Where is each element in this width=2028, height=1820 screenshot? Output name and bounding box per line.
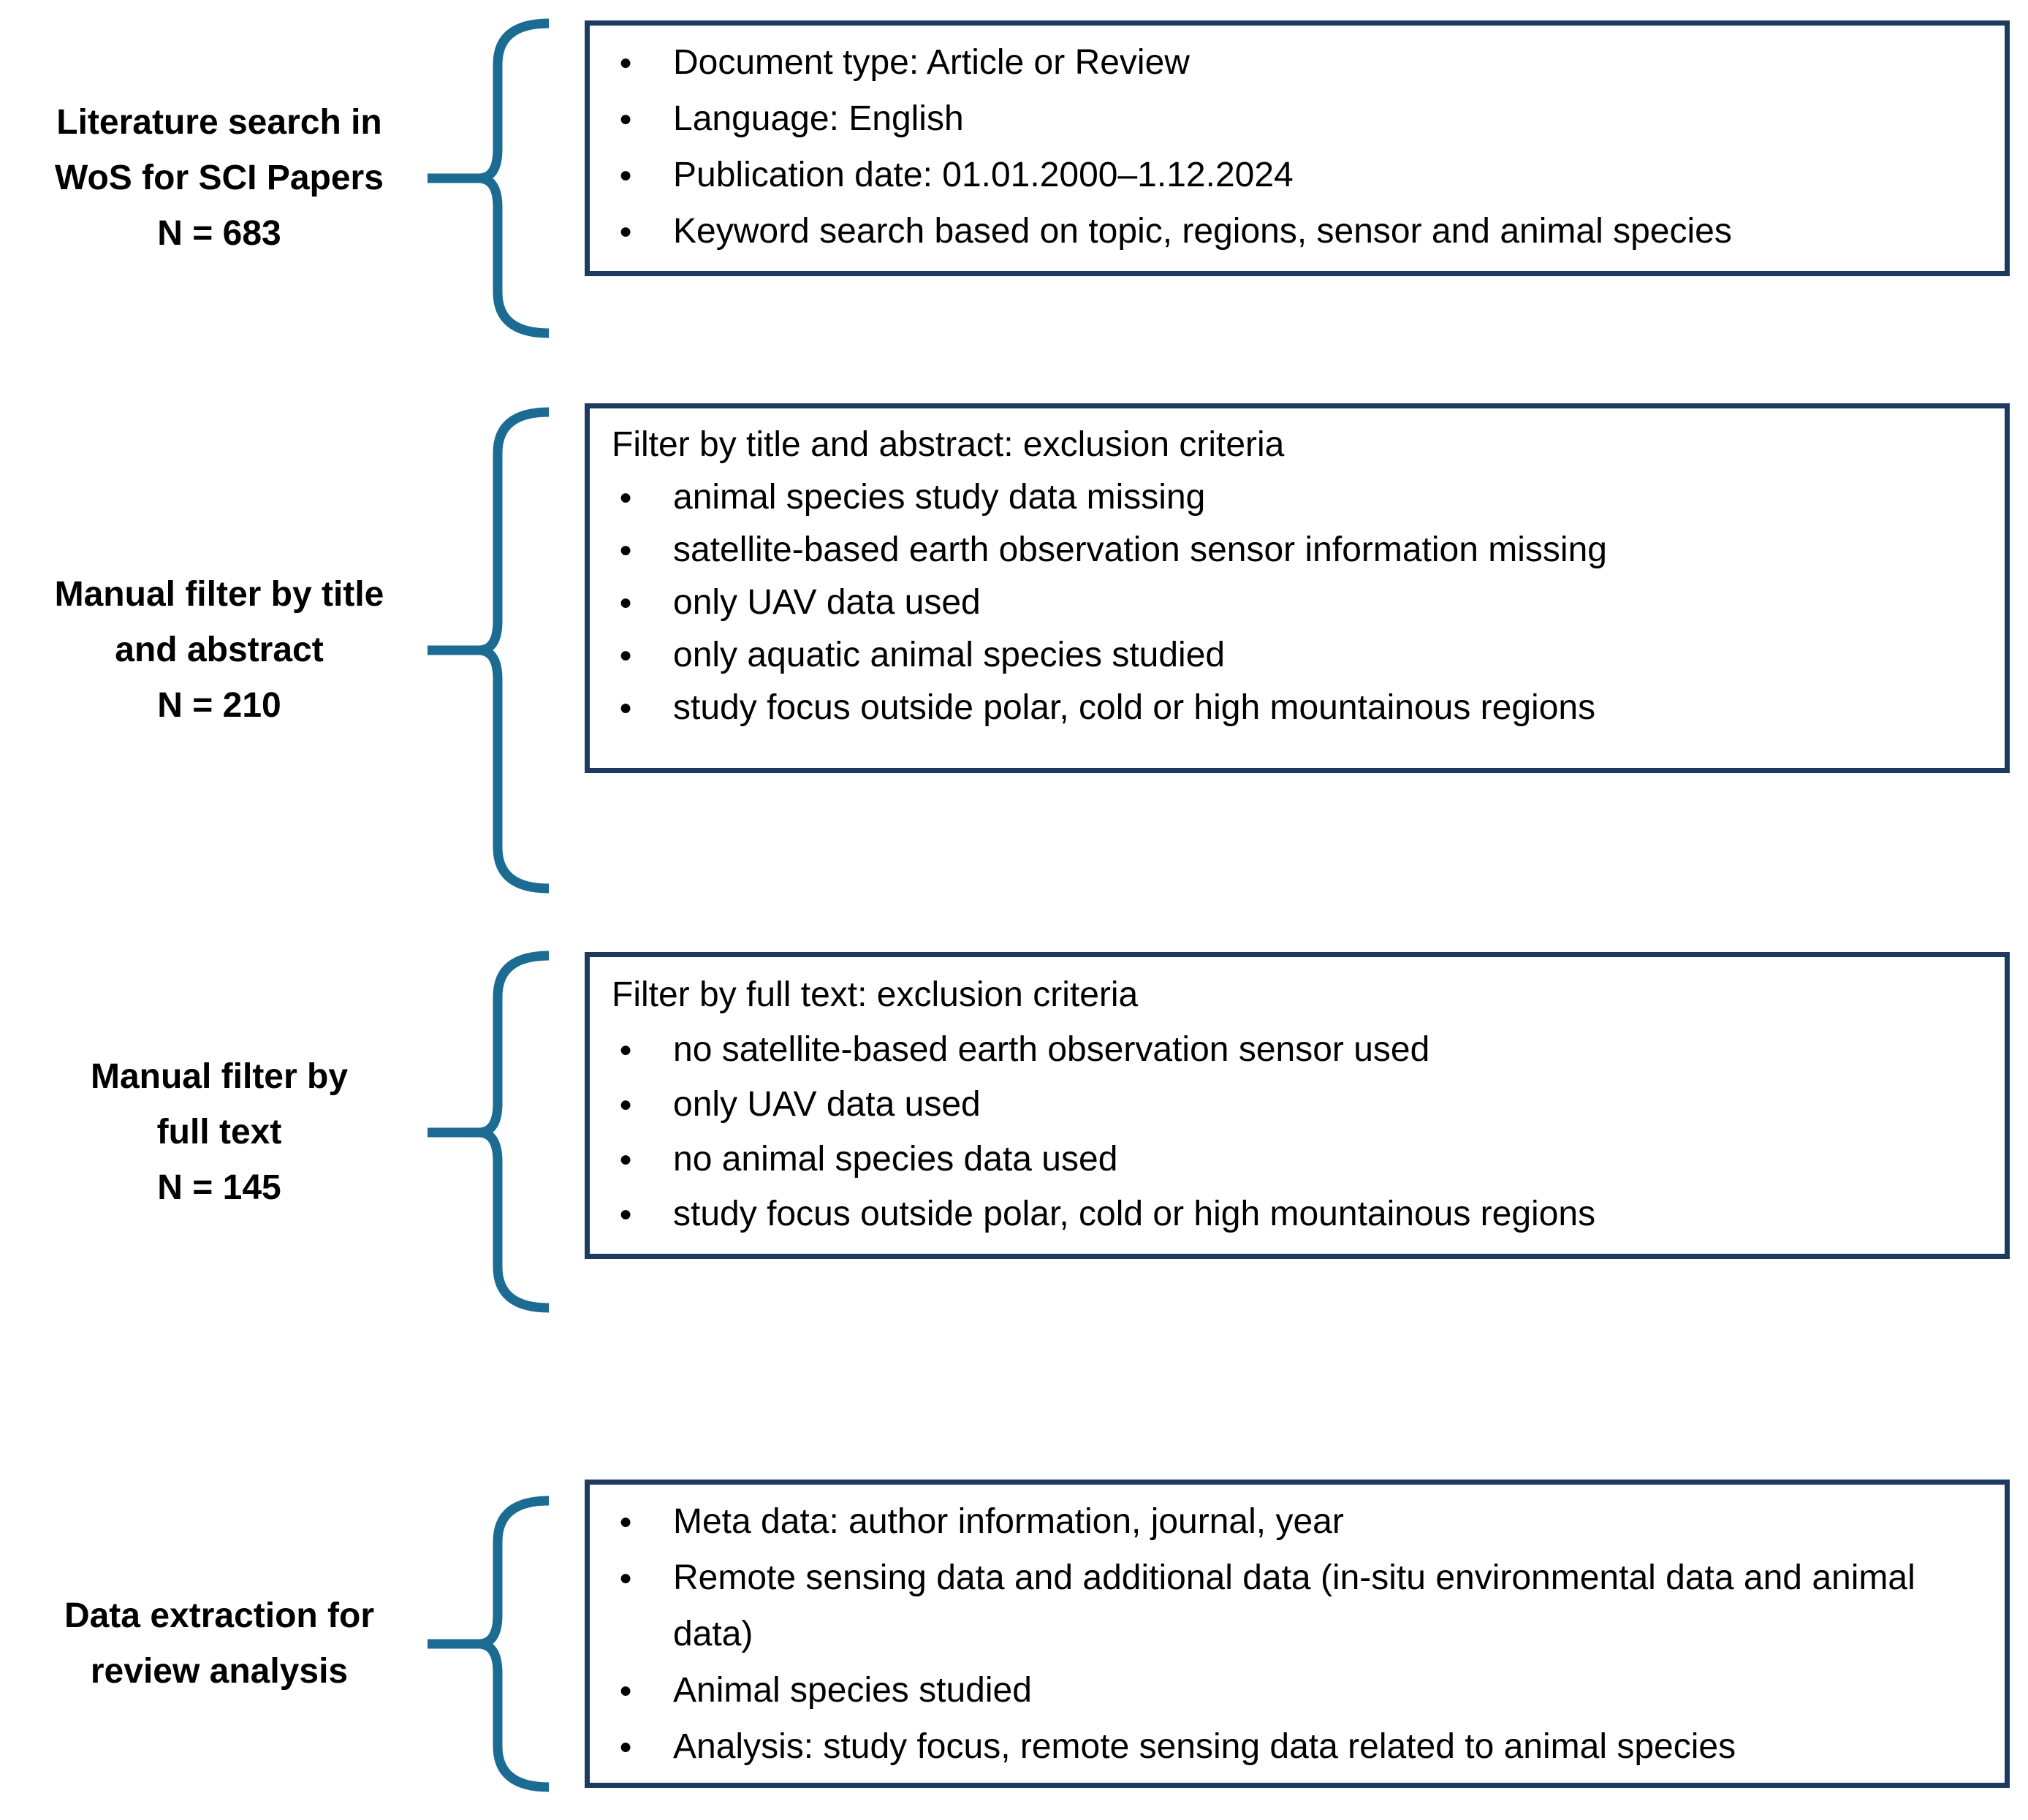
list-item: ● animal species study data missing	[612, 471, 1975, 524]
list-item: ● no animal species data used	[612, 1132, 1975, 1187]
curly-brace-icon	[428, 407, 550, 894]
bullet-icon: ●	[619, 1037, 633, 1062]
bullet-icon: ●	[619, 590, 633, 614]
list-item-text: Remote sensing data and additional data …	[673, 1558, 1915, 1653]
list-item-text: no animal species data used	[673, 1140, 1118, 1179]
list-item: ● Analysis: study focus, remote sensing …	[612, 1718, 1975, 1775]
bullet-icon: ●	[619, 696, 633, 720]
bullet-icon: ●	[619, 643, 633, 667]
list-item-text: study focus outside polar, cold or high …	[673, 1195, 1596, 1233]
list-item: ● only UAV data used	[612, 576, 1975, 629]
stage-label-line: Literature search in	[56, 103, 382, 142]
criteria-box-full-text: Filter by full text: exclusion criteria …	[585, 952, 2010, 1259]
stage-label-line: review analysis	[90, 1652, 349, 1691]
list-item-text: Meta data: author information, journal, …	[673, 1502, 1344, 1541]
list-item-text: Document type: Article or Review	[673, 43, 1190, 82]
stage-label-line: and abstract	[115, 631, 324, 669]
bullet-icon: ●	[619, 1678, 633, 1702]
bullet-icon: ●	[619, 50, 633, 75]
brace-path	[478, 407, 550, 894]
stage-label-literature-search: Literature search in WoS for SCI Papers …	[11, 95, 428, 262]
list-item: ● Language: English	[612, 91, 1975, 147]
bullet-icon: ●	[619, 1202, 633, 1226]
stage-label-data-extraction: Data extraction for review analysis	[11, 1588, 428, 1699]
bullet-icon: ●	[619, 1092, 633, 1116]
stage-count: N = 210	[157, 686, 281, 725]
bullet-icon: ●	[619, 538, 633, 562]
list-item-text: only UAV data used	[673, 1085, 981, 1124]
stage-label-line: full text	[156, 1113, 282, 1151]
list-item: ● Remote sensing data and additional dat…	[612, 1550, 1975, 1662]
list-item: ● only UAV data used	[612, 1077, 1975, 1132]
criteria-box-search: ● Document type: Article or Review ● Lan…	[585, 20, 2010, 276]
criteria-box-data-extraction: ● Meta data: author information, journal…	[585, 1480, 2010, 1788]
stage-label-line: Data extraction for	[64, 1596, 375, 1635]
list-item-text: Animal species studied	[673, 1671, 1032, 1710]
brace-path	[478, 951, 550, 1313]
list-item-text: Publication date: 01.01.2000–1.12.2024	[673, 156, 1294, 194]
curly-brace-icon	[428, 951, 550, 1313]
box-header: Filter by full text: exclusion criteria	[612, 975, 1139, 1014]
list-item-text: only UAV data used	[673, 583, 981, 622]
stage-label-line: WoS for SCI Papers	[55, 159, 384, 197]
list-item: ● Document type: Article or Review	[612, 34, 1975, 91]
stage-label-filter-title-abstract: Manual filter by title and abstract N = …	[11, 567, 428, 734]
bullet-icon: ●	[619, 107, 633, 131]
curly-brace	[417, 1495, 563, 1793]
list-item: ● Publication date: 01.01.2000–1.12.2024	[612, 147, 1975, 203]
stage-count: N = 145	[157, 1168, 281, 1207]
stage-label-line: Manual filter by	[90, 1057, 349, 1096]
curly-brace	[417, 950, 563, 1314]
list-item: ● study focus outside polar, cold or hig…	[612, 1187, 1975, 1241]
list-item: ● no satellite-based earth observation s…	[612, 1022, 1975, 1077]
list-item: ● Meta data: author information, journal…	[612, 1493, 1975, 1550]
curly-brace	[417, 18, 563, 339]
list-item-text: animal species study data missing	[673, 478, 1206, 517]
list-item: ● only aquatic animal species studied	[612, 629, 1975, 682]
brace-path	[478, 18, 550, 338]
bullet-icon: ●	[619, 1566, 633, 1590]
list-item-text: Language: English	[673, 99, 964, 138]
list-item: ● satellite-based earth observation sens…	[612, 524, 1975, 576]
stage-count: N = 683	[157, 214, 281, 253]
list-item-text: study focus outside polar, cold or high …	[673, 688, 1596, 727]
bullet-icon: ●	[619, 485, 633, 509]
list-item-text: only aquatic animal species studied	[673, 636, 1226, 674]
list-item: ● Keyword search based on topic, regions…	[612, 203, 1975, 259]
bullet-icon: ●	[619, 1735, 633, 1759]
curly-brace-icon	[428, 1496, 550, 1792]
list-item: ● Animal species studied	[612, 1662, 1975, 1718]
curly-brace-icon	[428, 18, 550, 338]
list-item-text: satellite-based earth observation sensor…	[673, 530, 1607, 569]
list-item: ● study focus outside polar, cold or hig…	[612, 682, 1975, 734]
bullet-icon: ●	[619, 219, 633, 243]
curly-brace	[417, 406, 563, 894]
brace-path	[478, 1496, 550, 1792]
list-item-text: no satellite-based earth observation sen…	[673, 1030, 1430, 1069]
list-item-text: Keyword search based on topic, regions, …	[673, 212, 1732, 251]
box-header: Filter by title and abstract: exclusion …	[612, 425, 1285, 464]
bullet-icon: ●	[619, 1147, 633, 1171]
bullet-icon: ●	[619, 1509, 633, 1534]
bullet-icon: ●	[619, 163, 633, 187]
stage-label-filter-full-text: Manual filter by full text N = 145	[11, 1049, 428, 1216]
stage-label-line: Manual filter by title	[54, 575, 384, 614]
criteria-box-title-abstract: Filter by title and abstract: exclusion …	[585, 403, 2010, 773]
list-item-text: Analysis: study focus, remote sensing da…	[673, 1727, 1736, 1766]
